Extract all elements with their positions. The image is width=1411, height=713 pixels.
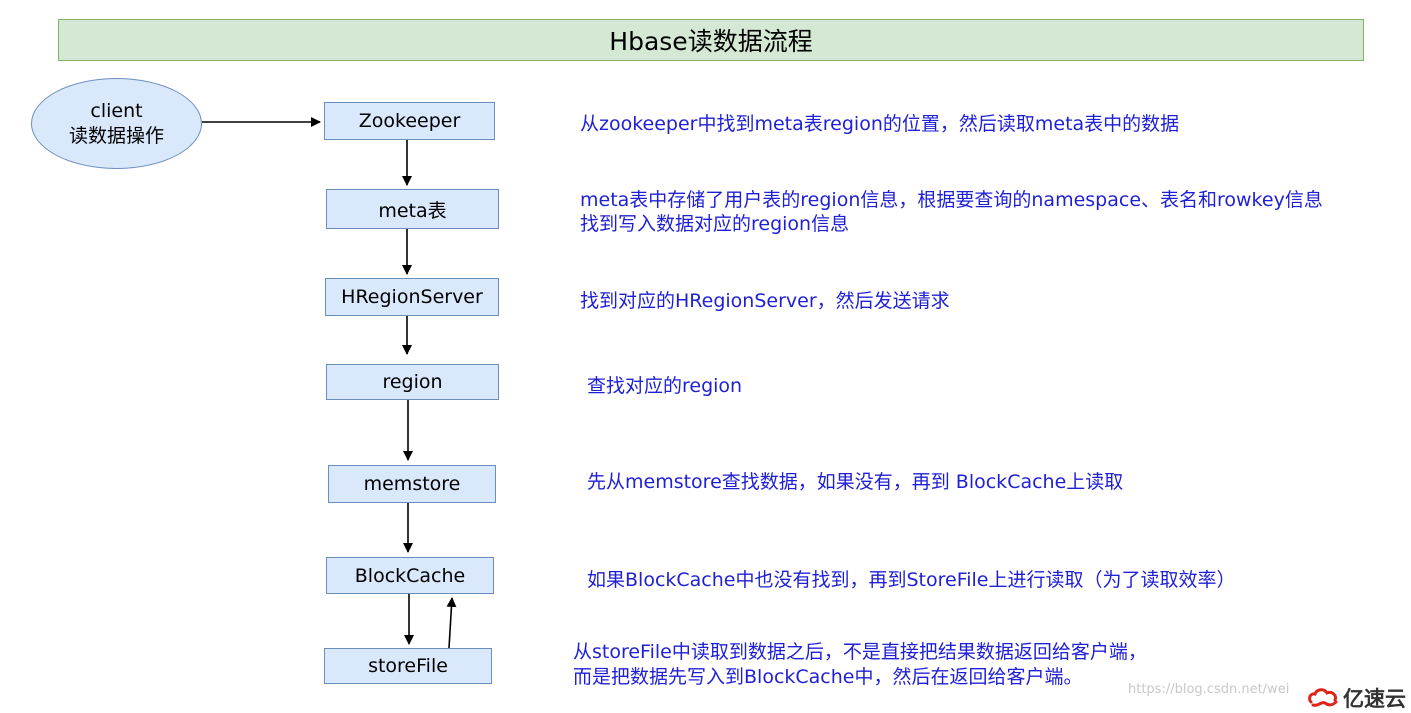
storefile-description-line2: 而是把数据先写入到BlockCache中，然后在返回给客户端。 [573,666,1083,688]
hregionserver-node: HRegionServer [325,278,499,316]
memstore-description: 先从memstore查找数据，如果没有，再到 BlockCache上读取 [587,471,1124,493]
source-watermark: https://blog.csdn.net/wei [1128,682,1290,697]
cloud-logo-icon [1308,688,1338,707]
hregionserver-description: 找到对应的HRegionServer，然后发送请求 [580,290,950,312]
region-node: region [326,364,499,400]
client-label-line2: 读数据操作 [68,124,164,147]
client-node: client 读数据操作 [31,78,202,169]
meta-table-node: meta表 [326,189,499,229]
zookeeper-description: 从zookeeper中找到meta表region的位置，然后读取meta表中的数… [580,113,1180,135]
zookeeper-node: Zookeeper [324,102,495,140]
storefile-node: storeFile [324,648,492,684]
brand-logo: 亿速云 [1307,683,1406,713]
arrow-storefile-to-blockcache [446,597,457,649]
client-label-line1: client [90,99,143,122]
blockcache-description: 如果BlockCache中也没有找到，再到StoreFile上进行读取（为了读取… [587,569,1236,591]
meta-description-line2: 找到写入数据对应的region信息 [580,213,850,235]
logo-text: 亿速云 [1343,687,1406,711]
diagram-title: Hbase读数据流程 [58,19,1364,61]
meta-description-line1: meta表中存储了用户表的region信息，根据要查询的namespace、表名… [580,189,1323,211]
storefile-description-line1: 从storeFile中读取到数据之后，不是直接把结果数据返回给客户端， [573,641,1147,663]
memstore-node: memstore [328,465,496,503]
region-description: 查找对应的region [587,375,743,397]
blockcache-node: BlockCache [326,557,494,594]
